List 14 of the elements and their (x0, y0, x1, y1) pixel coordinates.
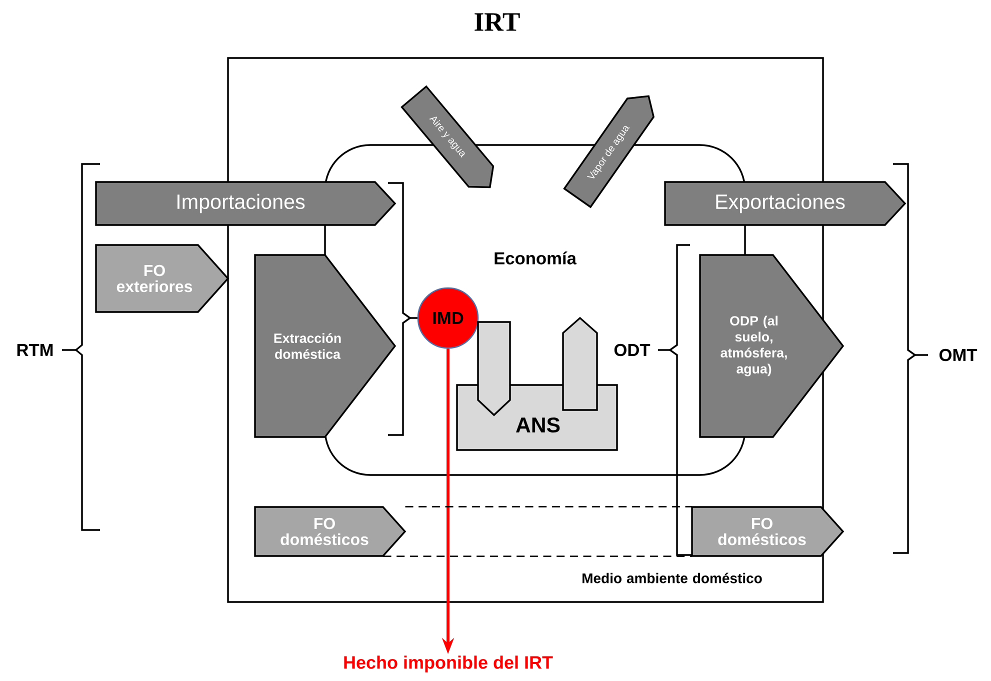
pentagon-box: Exportaciones (664, 181, 906, 226)
bracket-label: ODT (614, 344, 650, 356)
result-label: Hecho imponible del IRT (344, 656, 553, 672)
connector (405, 506, 692, 508)
pentagon-box: Extracción doméstica (254, 254, 396, 438)
pentagon-box: ODP (al suelo, atmósfera, agua) (699, 254, 844, 438)
pentagon-box: Importaciones (95, 181, 396, 226)
bracket-label: RTM (17, 344, 53, 356)
pentagon-box: FO domésticos (254, 506, 406, 557)
title: IRT (474, 13, 520, 31)
pentagon-box: FO domésticos (691, 506, 844, 557)
bracket-label: OMT (939, 348, 978, 362)
pentagon-box: FO exteriores (95, 244, 230, 313)
connector (383, 556, 692, 557)
